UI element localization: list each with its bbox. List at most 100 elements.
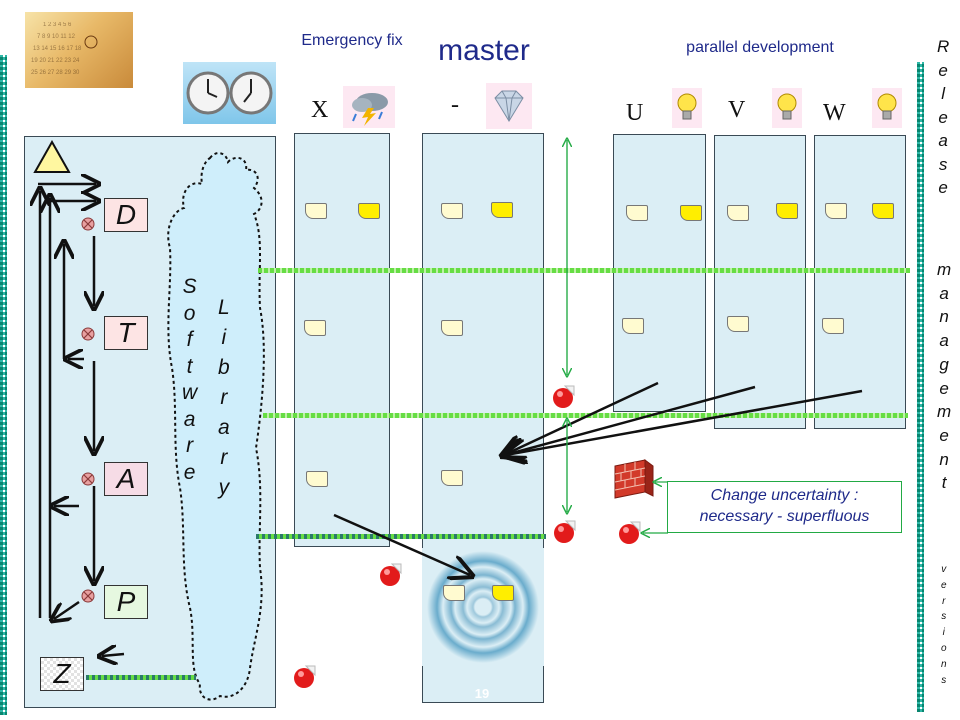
library-letter: r — [220, 446, 228, 469]
versions-letter: n — [941, 658, 947, 670]
svg-text:25 26 27 28 29 30: 25 26 27 28 29 30 — [31, 70, 80, 76]
library-letter: i — [221, 326, 227, 349]
lane-label-v: V — [728, 97, 746, 123]
brick-wall-icon — [614, 459, 654, 499]
red-sticker-icon-1 — [550, 384, 576, 410]
stage-a: A — [104, 462, 148, 496]
note-m-4 — [441, 470, 463, 486]
process-arrows — [24, 136, 125, 708]
versions-letter: r — [942, 595, 946, 607]
storm-icon — [343, 86, 395, 128]
note-w-2 — [872, 203, 894, 219]
versions-letter: e — [941, 579, 947, 591]
stage-d: D — [104, 198, 148, 232]
management-letter: m — [937, 402, 952, 422]
note-w-1 — [825, 203, 847, 219]
note-m-1 — [441, 203, 463, 219]
stage-p: P — [104, 585, 148, 619]
versions-letter: i — [942, 627, 945, 639]
master-header: master — [438, 34, 530, 67]
triangle-icon — [33, 140, 71, 173]
lane-label-w: W — [823, 100, 846, 126]
annotation-line-2: necessary - superfluous — [699, 508, 870, 525]
software-letter: w — [182, 381, 198, 404]
level-line-3 — [256, 534, 546, 539]
lane-label-x: X — [311, 97, 329, 123]
library-letter: a — [218, 416, 230, 439]
page-number: 19 — [474, 686, 490, 701]
library-letter: b — [218, 356, 230, 379]
software-letter: e — [183, 460, 196, 484]
release-letter: R — [937, 37, 950, 56]
red-sticker-icon-4 — [377, 562, 403, 588]
red-sticker-icon-2 — [551, 519, 577, 545]
release-letter: l — [941, 84, 946, 103]
release-letter: e — [938, 178, 948, 197]
management-letter: t — [941, 473, 947, 493]
note-w-3 — [822, 318, 844, 334]
level-line-1 — [258, 268, 910, 273]
versions-letter: s — [941, 674, 947, 686]
note-m-2 — [491, 202, 513, 218]
lightbulb-icon-v — [772, 88, 802, 128]
release-letter: e — [938, 107, 948, 127]
clocks-photo — [183, 62, 276, 124]
management-letter: a — [939, 331, 949, 351]
note-u-2 — [680, 205, 702, 221]
svg-text:19 20 21 22 23 24: 19 20 21 22 23 24 — [31, 58, 80, 64]
management-letter: e — [939, 378, 949, 398]
level-line-2 — [263, 413, 908, 418]
release-letter: e — [938, 60, 948, 80]
lightbulb-icon-u — [672, 88, 702, 128]
release-letter: a — [938, 131, 948, 150]
lane-label-master: - — [451, 92, 459, 118]
change-uncertainty-annotation: Change uncertainty : necessary - superfl… — [667, 481, 902, 533]
note-v-3 — [727, 316, 749, 332]
stage-t: T — [104, 316, 148, 350]
software-letter: r — [186, 434, 194, 457]
library-letter: r — [220, 386, 228, 409]
management-letter: a — [939, 283, 949, 303]
versions-letter: v — [941, 564, 947, 575]
library-letter: y — [218, 476, 230, 499]
calendar-photo: 1 2 3 4 5 6 7 8 9 10 11 12 13 14 15 16 1… — [25, 12, 133, 88]
note-m-3 — [441, 320, 463, 336]
note-v-1 — [727, 205, 749, 221]
right-dotted-border — [917, 62, 924, 712]
note-x-2 — [358, 203, 380, 219]
note-u-3 — [622, 318, 644, 334]
note-x-3 — [304, 320, 326, 336]
left-dotted-border — [0, 55, 7, 715]
versions-letter: s — [941, 611, 947, 623]
red-sticker-icon-5 — [291, 664, 317, 690]
management-letter: m — [937, 260, 952, 279]
software-letter: S — [182, 275, 197, 298]
emergency-fix-header: Emergency fix — [301, 32, 403, 49]
note-m-5 — [443, 585, 465, 601]
versions-letter: o — [941, 642, 947, 654]
note-u-1 — [626, 205, 648, 221]
lane-panel-w — [814, 135, 906, 429]
management-letter: n — [939, 307, 949, 327]
parallel-development-header: parallel development — [686, 39, 834, 56]
library-letter: L — [218, 296, 230, 319]
note-x-1 — [305, 203, 327, 219]
lane-panel-v — [714, 135, 806, 429]
release-letter: s — [938, 154, 948, 174]
software-letter: t — [186, 354, 193, 378]
svg-text:7 8 9 10 11 12: 7 8 9 10 11 12 — [37, 34, 76, 40]
lightbulb-icon-w — [872, 88, 902, 128]
lane-panel-u — [613, 134, 706, 412]
software-letter: f — [186, 328, 193, 351]
lane-label-u: U — [626, 100, 644, 126]
svg-text:13 14 15 16 17 18: 13 14 15 16 17 18 — [33, 46, 82, 52]
management-letter: e — [939, 425, 949, 445]
stage-z: Z — [40, 657, 84, 691]
annotation-line-1: Change uncertainty : — [710, 487, 859, 504]
management-letter: g — [939, 354, 949, 374]
